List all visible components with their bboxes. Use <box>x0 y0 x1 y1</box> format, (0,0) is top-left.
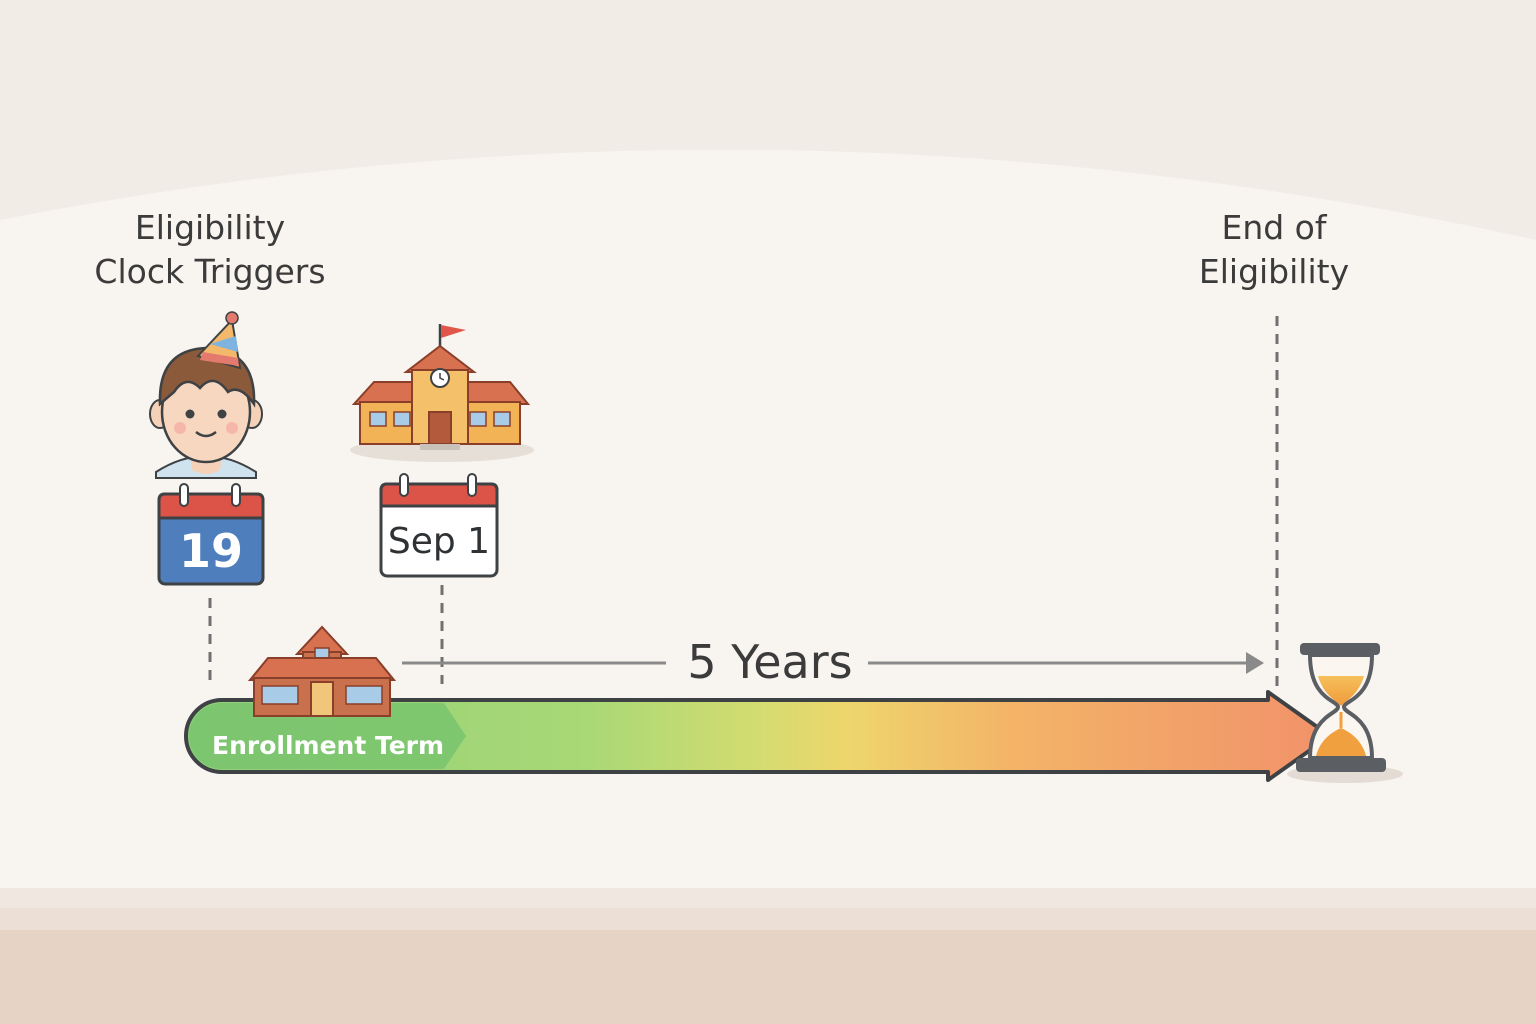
term-start-calendar-date: Sep 1 <box>387 521 491 562</box>
duration-label: 5 Years <box>687 635 853 689</box>
start-label: Eligibility Clock Triggers <box>60 206 360 294</box>
end-label-line2: Eligibility <box>1198 252 1350 291</box>
end-label: End of Eligibility <box>1134 206 1414 294</box>
birthday-calendar-date: 19 <box>178 524 243 578</box>
hourglass-icon <box>1287 643 1403 783</box>
floor-highlight <box>0 888 1536 910</box>
school-icon <box>350 324 534 462</box>
schoolhouse-icon <box>247 625 397 717</box>
floor <box>0 930 1536 1024</box>
timeline-bar <box>184 690 1332 782</box>
enrollment-term-segment <box>189 703 466 769</box>
floor-strip <box>0 908 1536 932</box>
start-label-line1: Eligibility <box>134 208 286 247</box>
party-hat-icon <box>196 311 242 370</box>
duration-arrowhead <box>1246 652 1264 674</box>
enrollment-term-label: Enrollment Term <box>212 731 445 760</box>
calendar-icon <box>157 483 265 586</box>
calendar-icon <box>379 473 499 578</box>
end-label-line1: End of <box>1221 208 1327 247</box>
start-label-line2: Clock Triggers <box>94 252 326 291</box>
